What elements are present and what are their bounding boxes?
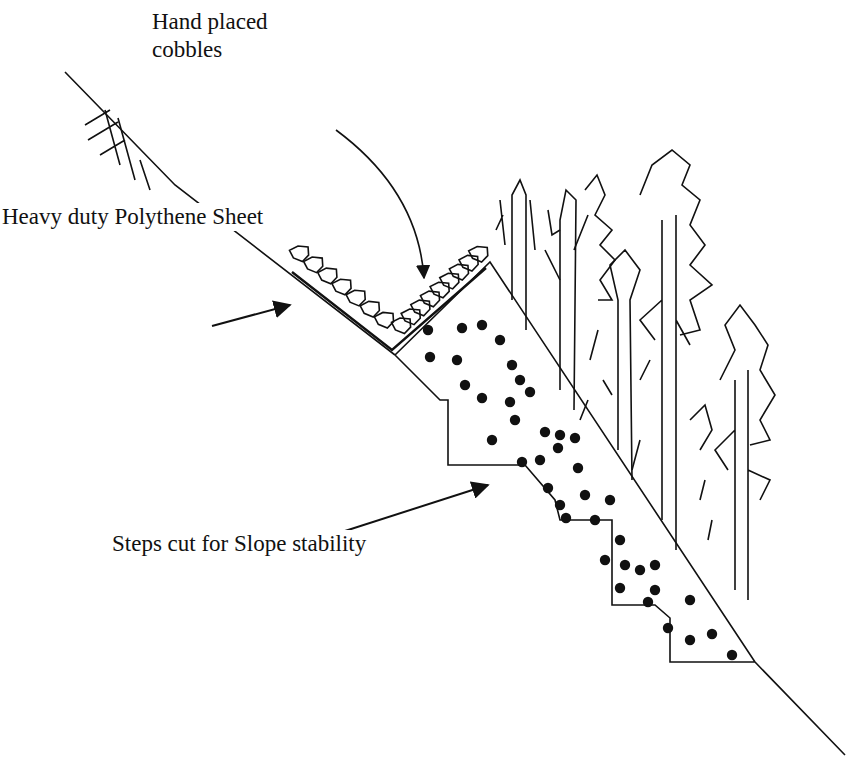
fill-dot [727,650,737,660]
cobble [401,309,420,325]
polythene-sheet [292,268,486,350]
callout-label: Heavy duty Polythene Sheet [0,203,364,231]
fill-dot [615,583,625,593]
cobble [318,268,337,284]
fill-dot [423,325,433,335]
fill-dot [650,560,660,570]
fill-dot [510,415,520,425]
fill-dot [505,397,515,407]
cobble [469,246,488,262]
fill-dot [525,387,535,397]
fill-dot [573,463,583,473]
fill-dot [517,457,527,467]
fill-dot [477,320,487,330]
cobble [430,282,449,298]
callout-label: Steps cut for Slope stability [110,530,554,558]
fill-dot [707,629,717,639]
cobble [449,264,468,280]
fill-dot [425,352,435,362]
fill-dots [423,320,737,660]
fill-dot [600,555,610,565]
fill-dot [460,380,470,390]
fill-dot [635,565,645,575]
fill-dot [650,585,660,595]
rock-hatch [85,110,150,190]
fill-dot [663,623,673,633]
cobble [374,312,393,328]
fill-dot [561,513,571,523]
cobble [289,246,308,262]
fill-dot [487,435,497,445]
fill-dot [570,433,580,443]
fill-dot [615,535,625,545]
fill-dot [555,500,565,510]
fill-dot [555,430,565,440]
cobble [304,257,323,273]
fill-dot [540,427,550,437]
cobble [440,273,459,289]
fill-dot [605,495,615,505]
leader-line [212,305,290,326]
fill-dot [452,355,462,365]
fill-dot [457,323,467,333]
fill-dot [553,443,563,453]
fill-dot [515,375,525,385]
fill-dot [507,360,517,370]
fill-dot [580,490,590,500]
fill-dot [495,335,505,345]
callout-label: Hand placed cobbles [150,8,289,64]
cobble [459,255,478,271]
cobble [360,301,379,317]
fill-dot [685,635,695,645]
cobble [411,300,430,316]
cobble [332,279,351,295]
fill-dot [477,393,487,403]
fill-dot [535,455,545,465]
fill-dot [590,515,600,525]
stepped-fill-outline [395,262,845,755]
fill-dot [620,560,630,570]
cobble [346,290,365,306]
fill-dot [543,483,553,493]
cobble [391,318,410,334]
fill-dot [643,597,653,607]
fill-dot [685,595,695,605]
cobble [420,291,439,307]
cobbles [289,246,487,334]
